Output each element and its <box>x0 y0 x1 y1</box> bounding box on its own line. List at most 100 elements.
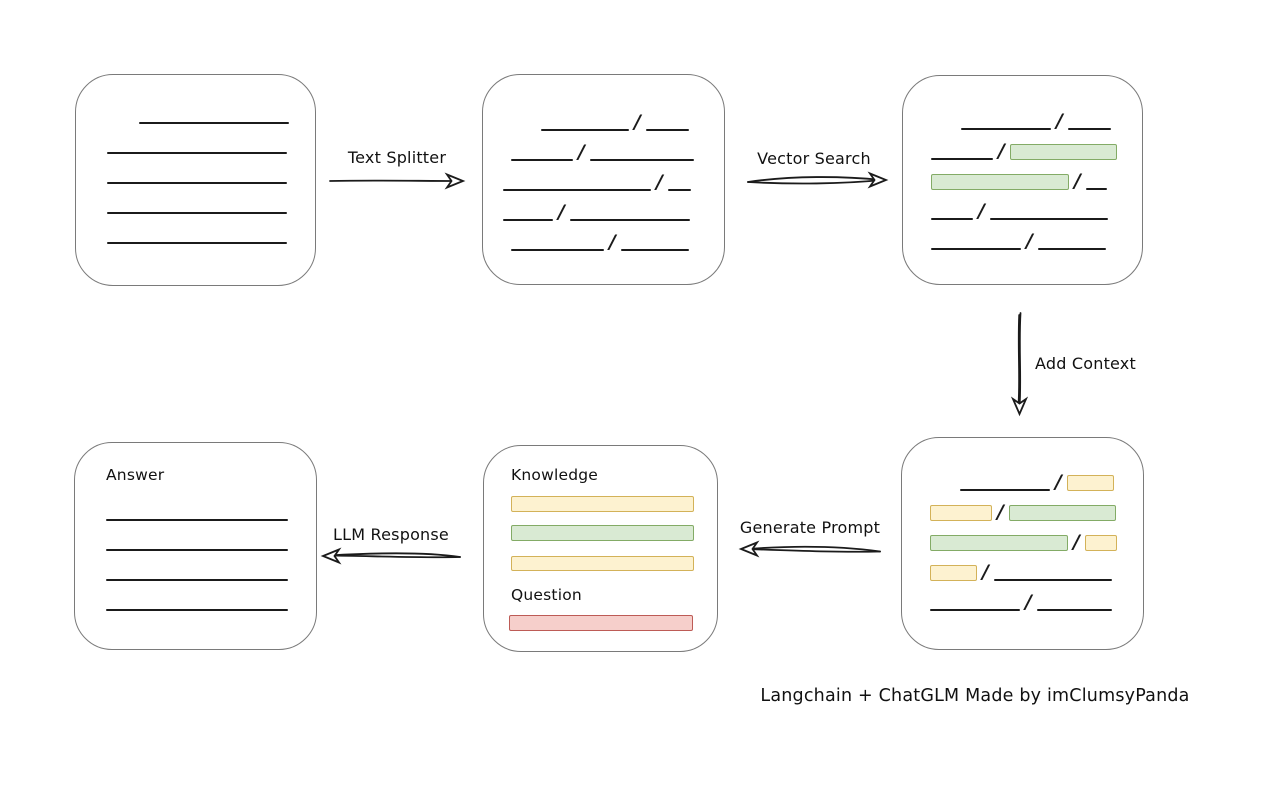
split-slash: / <box>558 201 565 223</box>
chunk-row: / <box>483 101 724 133</box>
split-slash: / <box>997 501 1004 523</box>
chunk-row: / <box>483 161 724 193</box>
context-chunk-yellow <box>1084 535 1117 551</box>
context-chunk-yellow <box>1066 475 1114 491</box>
chunk-row: / <box>902 491 1143 523</box>
chunk-row: / <box>902 521 1143 553</box>
text-splitter-arrow <box>329 172 466 190</box>
answer-line-row <box>75 581 316 611</box>
split-slash: / <box>1074 170 1081 192</box>
text-line <box>511 159 573 161</box>
text-line <box>589 159 694 161</box>
knowledge-bar-green <box>511 525 694 541</box>
split-slash: / <box>1073 531 1080 553</box>
chunk-row: / <box>903 220 1142 252</box>
chunk-row: / <box>903 190 1142 222</box>
knowledge-label: Knowledge <box>511 466 599 484</box>
text-line <box>645 129 689 131</box>
context-chunk-yellow <box>930 505 992 521</box>
text-line <box>107 152 287 154</box>
text-line <box>1085 188 1107 190</box>
text-line <box>930 609 1020 611</box>
split-slash: / <box>982 561 989 583</box>
matched-chunk-green <box>1008 505 1116 521</box>
document-line-row <box>76 124 315 154</box>
split-slash: / <box>578 141 585 163</box>
chunk-row: / <box>483 221 724 253</box>
text-line <box>960 489 1050 491</box>
vector-search-arrow <box>747 171 889 189</box>
diagram-caption: Langchain + ChatGLM Made by imClumsyPand… <box>760 686 1190 706</box>
chunk-row: / <box>483 131 724 163</box>
context-chunk-yellow <box>930 565 977 581</box>
text-line <box>106 579 288 581</box>
split-slash: / <box>656 171 663 193</box>
split-slash: / <box>634 111 641 133</box>
question-bar-red <box>509 615 693 631</box>
text-line <box>511 249 604 251</box>
vector-search-label: Vector Search <box>757 149 871 168</box>
split-slash: / <box>1055 471 1062 493</box>
text-line <box>1037 248 1106 250</box>
document-line-row <box>76 154 315 184</box>
knowledge-bar-yellow <box>511 496 694 512</box>
answer-node: Answer <box>74 442 317 650</box>
split-slash: / <box>1056 110 1063 132</box>
split-slash: / <box>1026 230 1033 252</box>
text-line <box>107 242 287 244</box>
text-line <box>106 549 288 551</box>
chunk-row: / <box>903 160 1142 192</box>
text-line <box>1067 128 1111 130</box>
text-line <box>503 189 651 191</box>
answer-line-row <box>75 521 316 551</box>
chunk-row: / <box>902 551 1143 583</box>
text-line <box>993 579 1112 581</box>
matched-chunk-green <box>930 535 1068 551</box>
document-line-row <box>76 94 315 124</box>
text-line <box>569 219 690 221</box>
document-node <box>75 74 316 286</box>
document-line-row <box>76 184 315 214</box>
text-line <box>931 158 993 160</box>
chunk-row: / <box>902 581 1143 613</box>
split-slash: / <box>609 231 616 253</box>
text-line <box>541 129 629 131</box>
text-line <box>961 128 1051 130</box>
split-slash: / <box>1025 591 1032 613</box>
llm-response-arrow <box>320 547 461 565</box>
generate-prompt-arrow <box>738 540 881 558</box>
add-context-arrow <box>1010 312 1029 417</box>
text-line <box>106 609 288 611</box>
split-chunks-node: / / / / / <box>482 74 725 285</box>
document-line-row <box>76 214 315 244</box>
question-label: Question <box>511 586 582 604</box>
text-line <box>931 248 1021 250</box>
text-line <box>620 249 689 251</box>
add-context-label: Add Context <box>1035 354 1136 373</box>
prompt-node: Knowledge Question <box>483 445 718 652</box>
text-splitter-label: Text Splitter <box>347 148 447 167</box>
text-line <box>139 122 289 124</box>
knowledge-bar-yellow <box>511 556 694 571</box>
split-slash: / <box>998 140 1005 162</box>
text-line <box>989 218 1108 220</box>
matched-chunk-green <box>931 174 1069 190</box>
answer-line-row <box>75 491 316 521</box>
generate-prompt-label: Generate Prompt <box>739 518 881 537</box>
text-line <box>667 189 691 191</box>
chunk-row: / <box>902 461 1143 493</box>
chunk-row: / <box>483 191 724 223</box>
chunk-row: / <box>903 130 1142 162</box>
matched-chunk-green <box>1009 144 1117 160</box>
context-chunks-node: / / / / / <box>901 437 1144 650</box>
llm-response-label: LLM Response <box>333 525 449 544</box>
matched-chunks-node: / / / / / <box>902 75 1143 285</box>
answer-label: Answer <box>106 466 165 484</box>
answer-line-row <box>75 551 316 581</box>
text-line <box>1036 609 1112 611</box>
text-line <box>503 219 553 221</box>
split-slash: / <box>978 200 985 222</box>
text-line <box>107 182 287 184</box>
text-line <box>106 519 288 521</box>
